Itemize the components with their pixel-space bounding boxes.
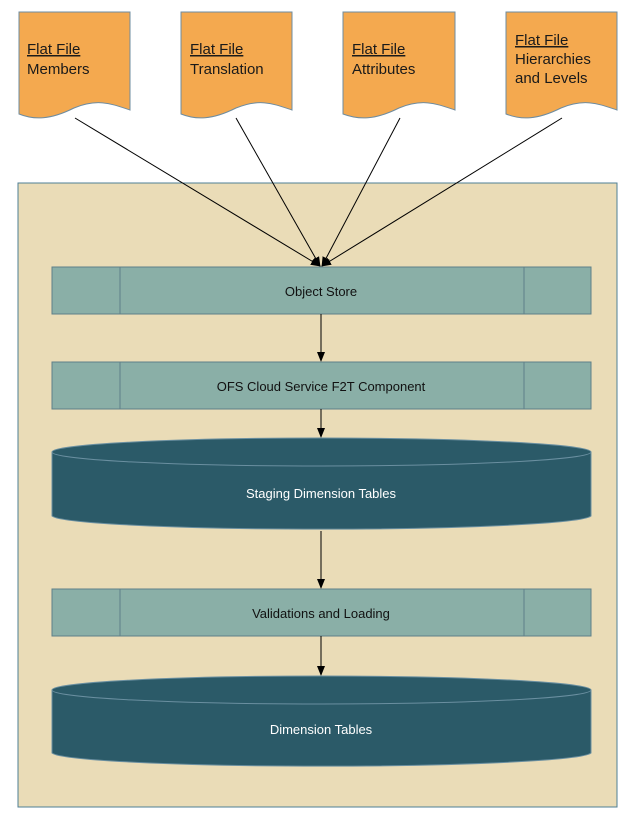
document-flat-file-hierarchies: Flat File Hierarchies and Levels bbox=[505, 11, 618, 119]
document-flat-file-attributes: Flat File Attributes bbox=[342, 11, 456, 119]
arrow-hierarchies-to-object-store bbox=[321, 117, 563, 267]
document-flat-file-members: Flat File Members bbox=[18, 11, 131, 119]
document-title: Flat File bbox=[515, 32, 568, 49]
document-flat-file-translation: Flat File Translation bbox=[180, 11, 293, 119]
document-arrows bbox=[74, 117, 563, 267]
document-title: Flat File bbox=[352, 41, 405, 58]
arrow-attributes-to-object-store bbox=[321, 117, 401, 267]
document-subtitle-line-2: and Levels bbox=[515, 70, 588, 87]
database-staging-dimension-tables: Staging Dimension Tables bbox=[51, 437, 592, 530]
object-store-label: Object Store bbox=[285, 284, 357, 299]
document-subtitle: Members bbox=[27, 61, 90, 78]
process-validations-and-loading: Validations and Loading bbox=[51, 588, 592, 637]
process-f2t-component: OFS Cloud Service F2T Component bbox=[51, 361, 592, 410]
f2t-component-label: OFS Cloud Service F2T Component bbox=[217, 379, 426, 394]
arrow-translation-to-object-store bbox=[235, 117, 321, 267]
arrow-members-to-object-store bbox=[74, 117, 321, 267]
database-dimension-tables: Dimension Tables bbox=[51, 675, 592, 767]
document-title: Flat File bbox=[190, 41, 243, 58]
process-object-store: Object Store bbox=[51, 266, 592, 315]
staging-tables-label: Staging Dimension Tables bbox=[246, 486, 397, 501]
validations-label: Validations and Loading bbox=[252, 606, 390, 621]
document-subtitle: Attributes bbox=[352, 61, 415, 78]
document-subtitle: Translation bbox=[190, 61, 264, 78]
document-subtitle-line-1: Hierarchies bbox=[515, 51, 591, 68]
document-title: Flat File bbox=[27, 41, 80, 58]
dimension-tables-label: Dimension Tables bbox=[270, 722, 373, 737]
